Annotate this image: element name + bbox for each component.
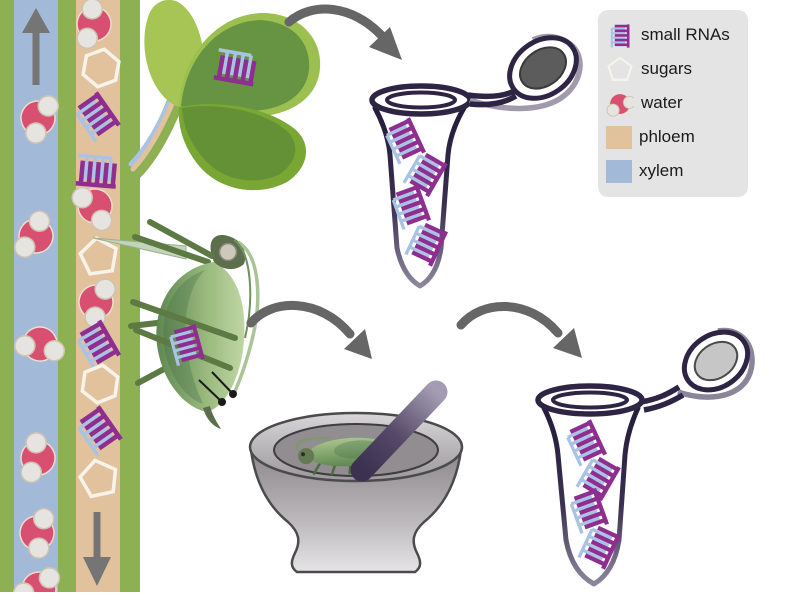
pestle [350,380,448,482]
aphid-eye [218,242,238,262]
sample-tube-leaf-rna [369,33,583,289]
legend-item-label: sugars [641,59,693,79]
tube-cap-top [693,340,739,382]
curved-arrow-leaf-to-tube-icon [284,4,402,60]
leaf [144,0,321,191]
legend-item-sugars: sugars [606,54,740,85]
mortar-and-pestle [248,380,464,574]
curved-arrow-aphid-to-mortar-icon [246,301,372,359]
phloem-down-arrow-icon [83,512,111,586]
ground-aphid-head [298,448,315,465]
xylem-up-arrow-icon [22,8,50,85]
ground-aphid-eye [301,452,306,457]
xylem-swatch [606,160,632,183]
petiole [125,94,184,181]
water-icon [606,89,634,118]
phloem-swatch [606,126,632,149]
band-bottom-trim [0,592,788,600]
aphid-body [156,262,245,412]
legend-item-water: water [606,88,740,119]
sample-tube-aphid-rna [535,327,755,587]
tube-rim-inner [551,390,629,410]
aphid-cornicles [198,371,237,406]
legend-item-label: phloem [639,127,695,147]
legend-item-phloem: phloem [606,122,740,153]
sugar-icon [607,56,633,81]
tube-cap [467,33,583,112]
tube-cap [640,327,755,413]
legend-item-label: water [641,93,683,113]
small-rna-icon [610,22,630,49]
tube-cap-top [519,46,567,90]
aphid-cauda [203,406,221,429]
aphid-antenna [230,240,260,399]
ground-aphid-antenna [296,437,332,454]
legend-item-label: small RNAs [641,25,730,45]
legend: small RNAs sugars water phloem xylem [598,10,748,197]
leaf-texture [182,106,296,181]
legend-item-xylem: xylem [606,156,740,187]
tube-rim-inner [385,90,457,110]
tube-cap-hinge [640,384,685,413]
aphid [92,219,260,429]
legend-item-small-rnas: small RNAs [606,20,740,51]
legend-item-label: xylem [639,161,684,181]
xylem-band [14,0,58,592]
mortar-bowl [249,448,463,574]
curved-arrow-mortar-to-tube-icon [456,302,582,358]
